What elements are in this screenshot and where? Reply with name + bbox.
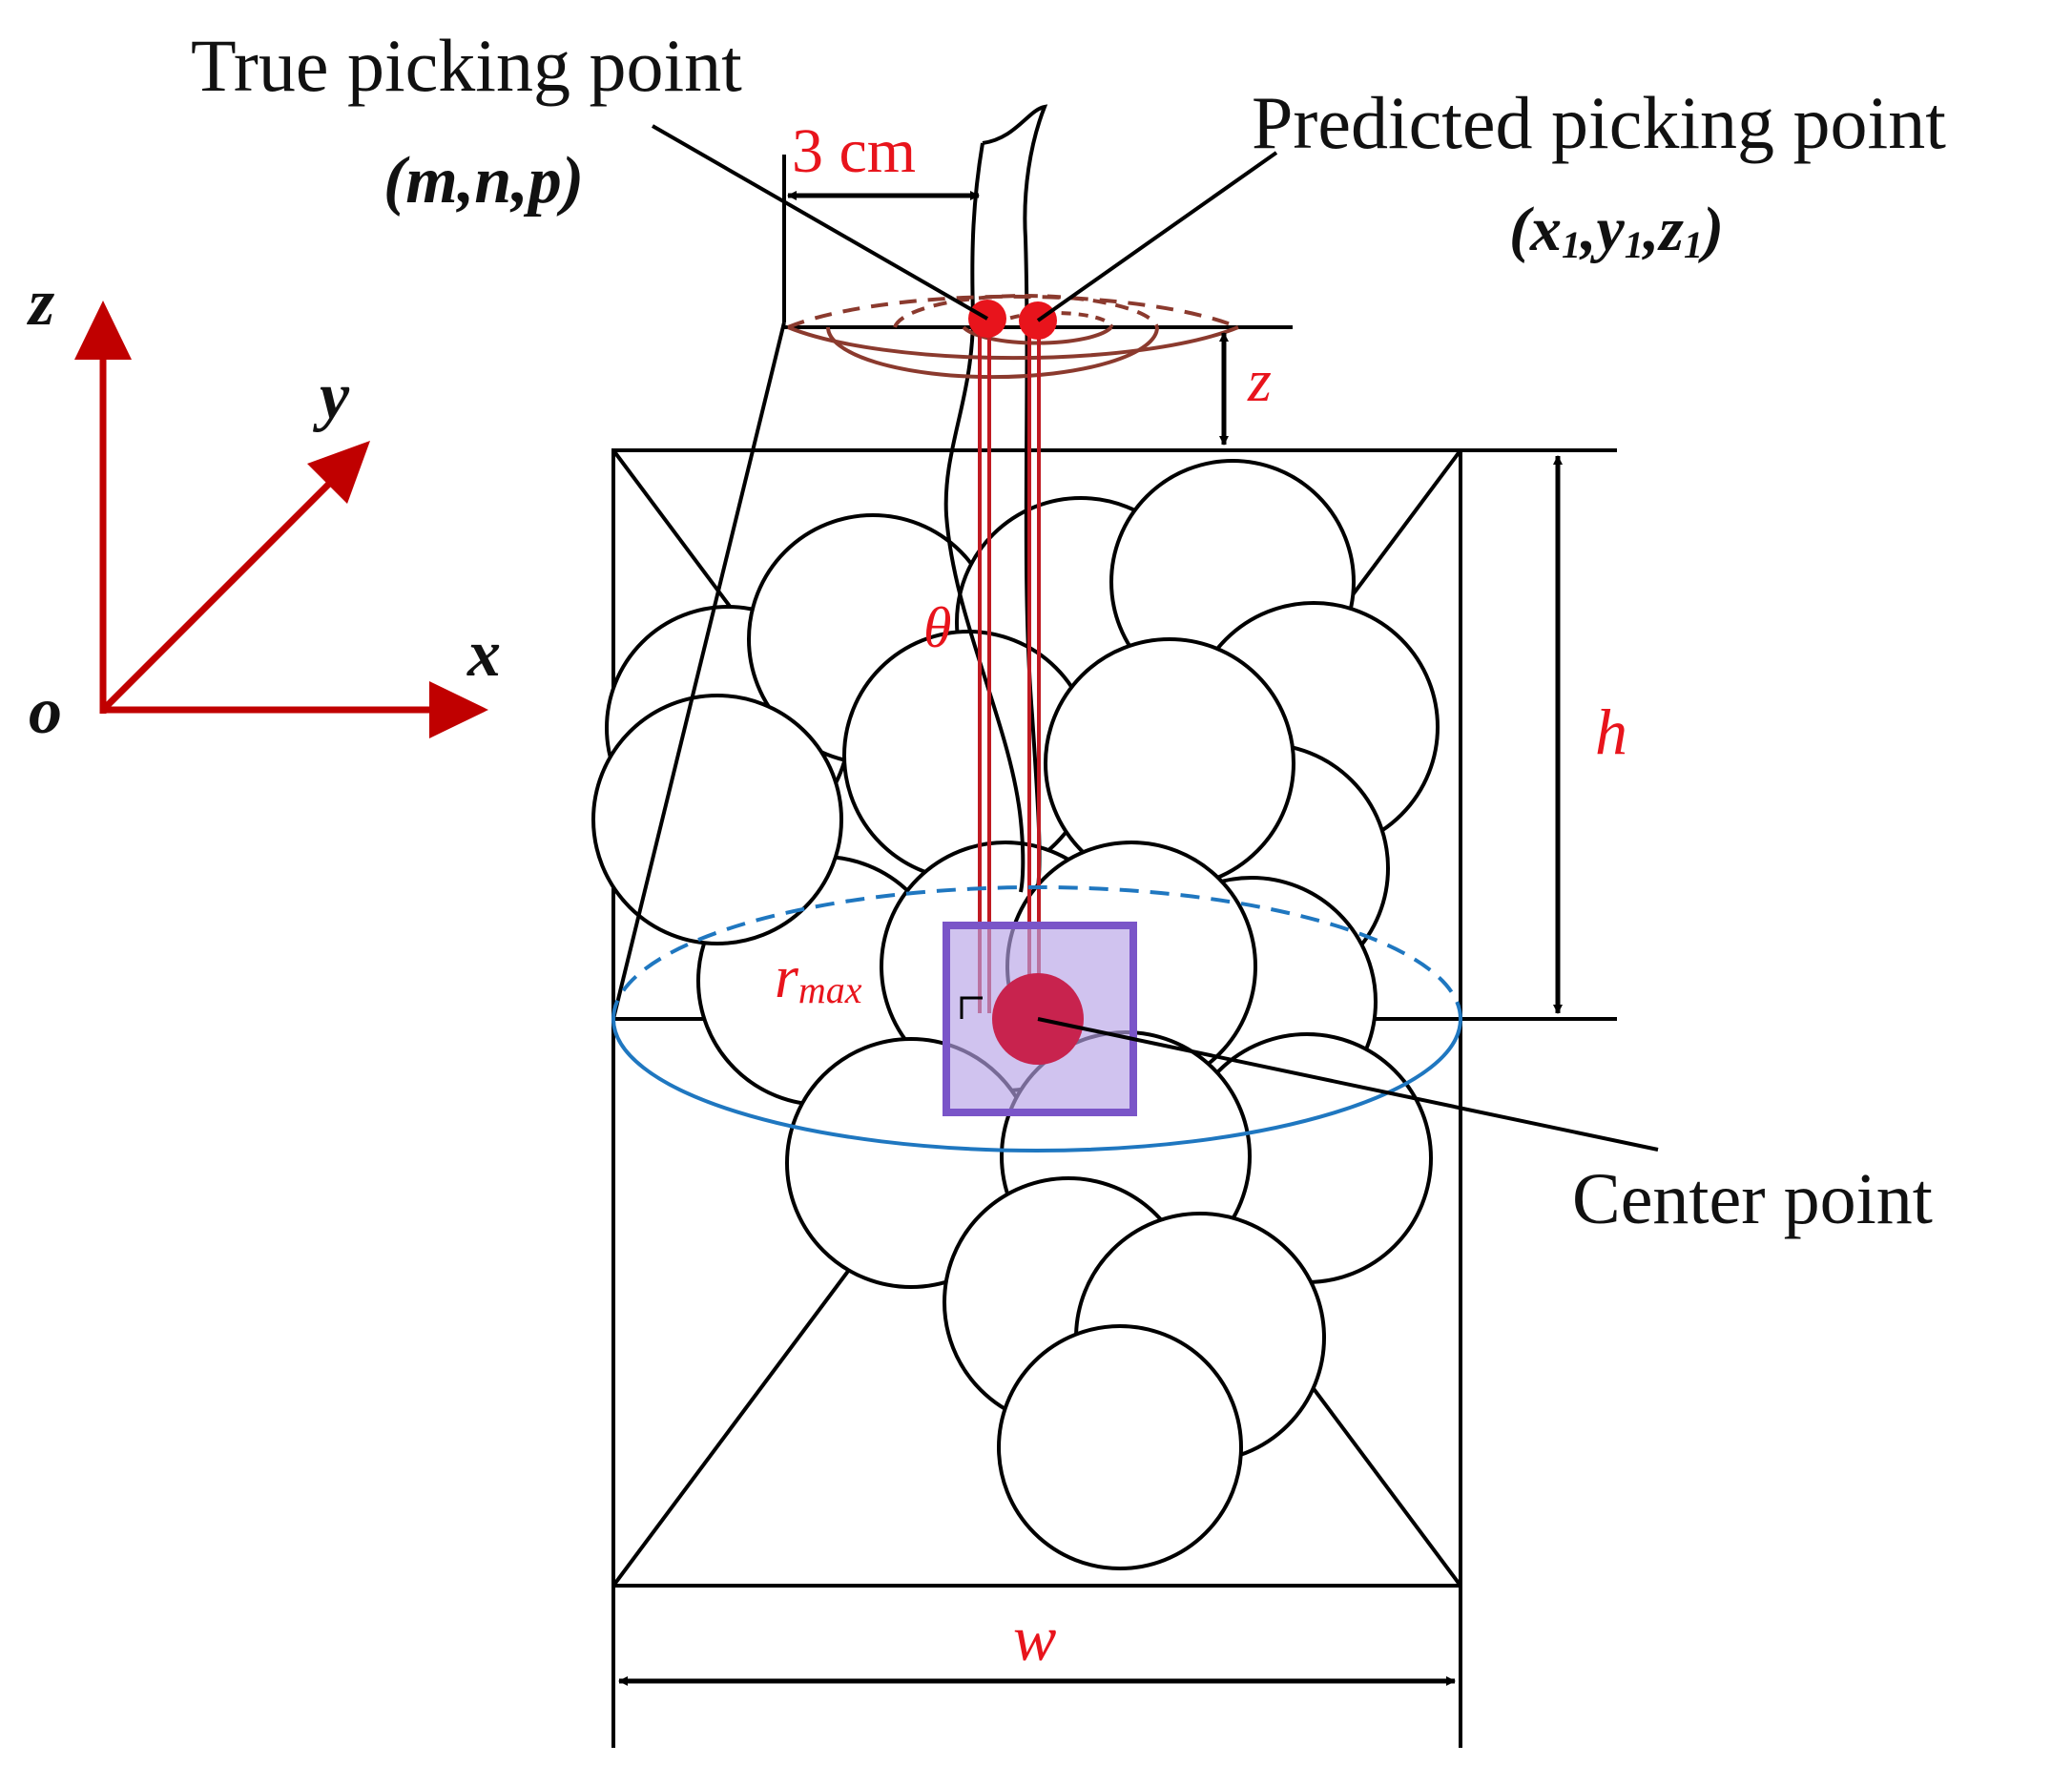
y-axis-label: y [313, 360, 350, 433]
height-label: h [1595, 696, 1627, 768]
y-axis-line [100, 481, 332, 713]
outer-ring-front [787, 325, 1239, 361]
x-axis-label: x [466, 617, 501, 691]
x-axis-arrowhead [429, 681, 488, 738]
picking-rings [787, 294, 1239, 380]
r-max-label: rmax [775, 943, 862, 1011]
cone-left-line [611, 322, 786, 1020]
outer-ring-dashed-back [787, 294, 1239, 329]
three-cm-label: 3 cm [792, 116, 916, 186]
center-point-label: Center point [1572, 1159, 1933, 1239]
max-radius-ellipse-back [611, 885, 1462, 1020]
true-picking-point-coords: (m,n,p) [383, 144, 584, 218]
width-label: w [1013, 1602, 1056, 1674]
theta-label: θ [923, 596, 951, 659]
right-angle-marker [960, 996, 983, 1019]
middle-ring-dashed-back [893, 294, 1159, 328]
origin-label: o [29, 675, 62, 748]
z-axis-label: z [27, 266, 54, 340]
middle-ring-front [826, 326, 1159, 380]
predicted-picking-point-label: Predicted picking point [1252, 81, 1946, 164]
true-point-leader-line [652, 124, 988, 321]
true-picking-point-label: True picking point [191, 24, 742, 107]
y-axis-arrowhead [307, 441, 370, 504]
grape-cluster [591, 459, 1440, 1570]
grape-berry [591, 694, 843, 945]
z-offset-label: z [1247, 346, 1272, 414]
predicted-point-leader-line [1036, 151, 1278, 322]
coordinate-axes: z y x o [27, 266, 501, 748]
z-axis-arrowhead [74, 301, 132, 360]
grape-stem-left-edge [943, 142, 1026, 893]
center-point-leader-line [1037, 1017, 1659, 1152]
grape-berry [997, 1324, 1243, 1570]
max-radius-ellipse-front [611, 1018, 1462, 1152]
predicted-picking-point-coords: (x1,y1,z1) [1509, 195, 1724, 266]
